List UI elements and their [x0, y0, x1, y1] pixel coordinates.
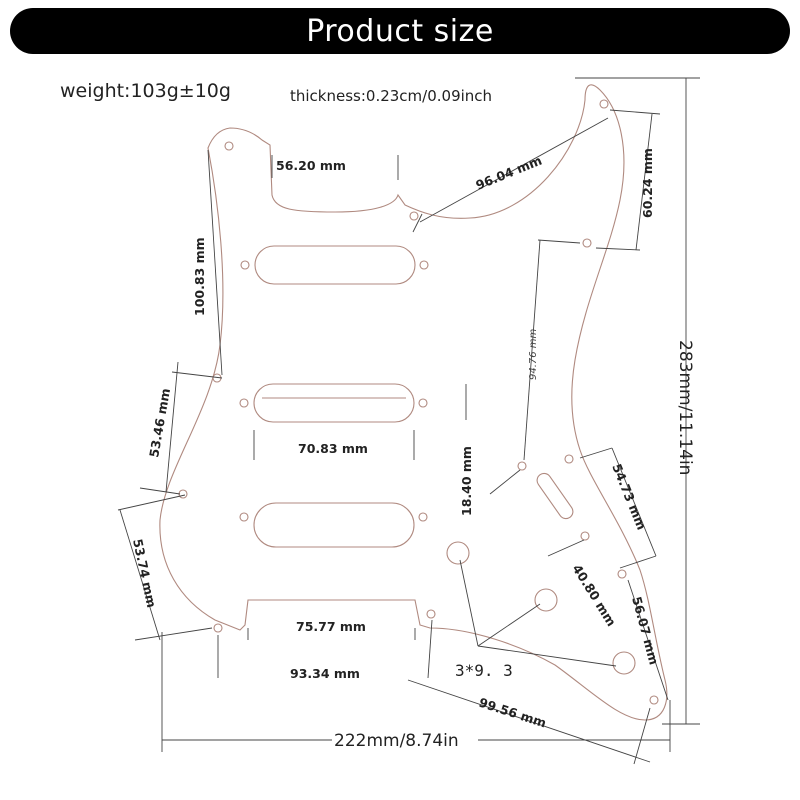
- dim-bottom-inner: 75.77 mm: [296, 619, 366, 634]
- dimension-lines: [117, 77, 700, 765]
- weight-spec: weight:103g±10g: [60, 80, 231, 102]
- dim-left-middle: 53.46 mm: [146, 387, 173, 458]
- neck-pickup-cavity: [254, 245, 416, 285]
- banner-title: Product size: [306, 13, 494, 49]
- middle-pickup-cavity: [253, 383, 415, 423]
- tone2-pot-hole: [612, 651, 636, 675]
- dim-left-upper: 100.83 mm: [192, 237, 207, 316]
- dim-bottom-outer: 93.34 mm: [290, 666, 360, 681]
- dim-right-middle: 94.76 mm: [528, 328, 539, 380]
- bridge-pickup-cavity: [253, 502, 415, 548]
- dim-horn-vertical: 60.24 mm: [640, 148, 655, 218]
- thickness-spec: thickness:0.23cm/0.09inch: [290, 87, 493, 105]
- dim-bottom-diagonal: 99.56 mm: [477, 695, 548, 731]
- dim-switch-slot: 40.80 mm: [569, 562, 619, 629]
- dim-pickup-width: 70.83 mm: [298, 441, 368, 456]
- pickguard-outline: [159, 84, 668, 721]
- dim-top-pickup-gap: 56.20 mm: [276, 158, 346, 173]
- dim-horn-diagonal: 96.04 mm: [474, 153, 544, 193]
- hole-spec: 3*9. 3: [455, 661, 513, 680]
- screw-holes: [178, 99, 659, 705]
- dim-right-lower: 54.73 mm: [609, 462, 649, 532]
- dim-total-height: 283mm/11.14in: [675, 340, 695, 475]
- switch-slot: [536, 472, 574, 520]
- dim-total-width: 222mm/8.74in: [334, 731, 459, 751]
- volume-pot-hole: [446, 541, 470, 565]
- dim-left-lower: 53.74 mm: [130, 538, 159, 610]
- tone1-pot-hole: [534, 588, 558, 612]
- dim-right-bottom: 56.07 mm: [629, 595, 662, 666]
- dim-pickup-spacing: 18.40 mm: [459, 446, 474, 516]
- title-banner: Product size: [10, 8, 790, 54]
